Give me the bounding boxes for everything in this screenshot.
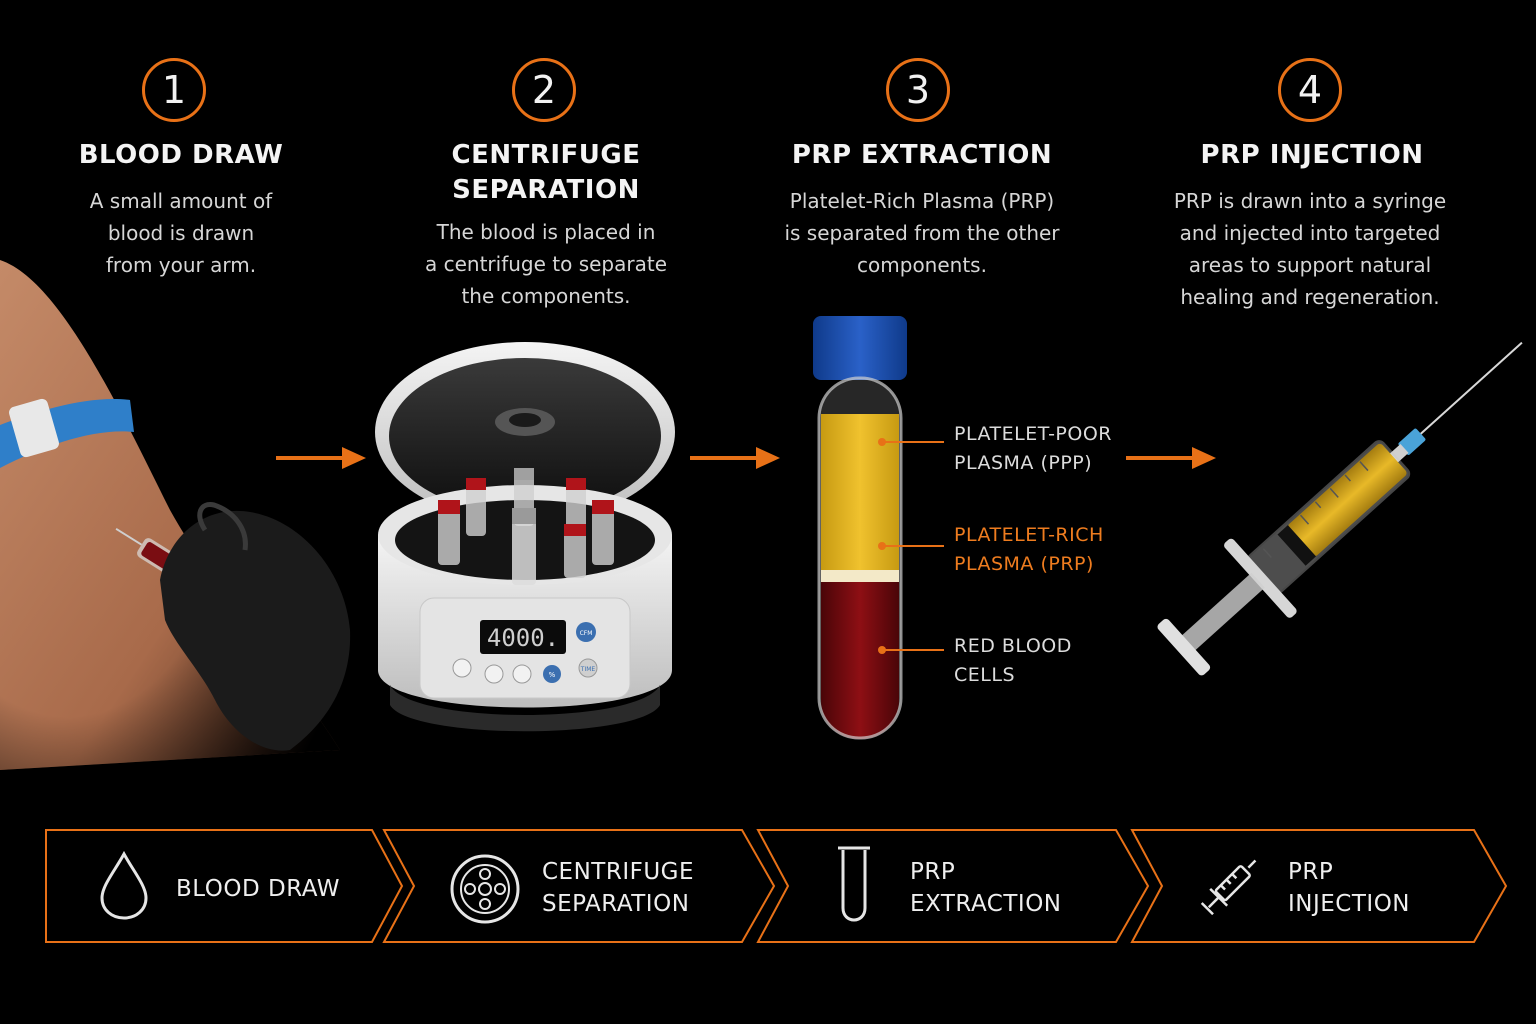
tube-leader-lines xyxy=(878,438,944,654)
speed-display-text: 4000. xyxy=(487,624,559,652)
step-1-title: BLOOD DRAW xyxy=(78,140,284,170)
plunger-seal xyxy=(1277,525,1317,566)
step-1-description: A small amount of blood is drawn from yo… xyxy=(89,189,273,277)
needle xyxy=(1417,341,1523,438)
step-3-title: PRP EXTRACTION xyxy=(791,140,1053,170)
rbc-label: RED BLOOD CELLS xyxy=(954,635,1072,686)
process-label-extraction: PRP EXTRACTION xyxy=(910,859,1062,917)
step-2-title: CENTRIFUGE SEPARATION xyxy=(451,140,641,205)
panel-button-4[interactable] xyxy=(543,665,561,683)
process-step-blood-draw xyxy=(45,829,404,943)
process-step-extraction xyxy=(756,829,1150,943)
process-step-injection xyxy=(1130,829,1508,943)
panel-button-3[interactable] xyxy=(512,664,532,684)
flow-arrow-2 xyxy=(690,447,780,469)
step-4-number: 4 xyxy=(1278,58,1342,122)
ppp-label: PLATELET-POOR PLASMA (PPP) xyxy=(954,423,1112,474)
test-tube-icon xyxy=(838,846,870,922)
step-3-number: 3 xyxy=(886,58,950,122)
syringe-icon xyxy=(1200,859,1257,916)
gloved-hand xyxy=(160,510,351,751)
step-2-number: 2 xyxy=(512,58,576,122)
svg-text:TIME: TIME xyxy=(580,666,596,673)
step-4-title: PRP INJECTION xyxy=(1200,140,1424,170)
step-2-description: The blood is placed in a centrifuge to s… xyxy=(424,220,668,308)
blood-draw-illustration xyxy=(0,260,351,770)
flow-arrow-1 xyxy=(276,447,366,469)
process-label-blood-draw: BLOOD DRAW xyxy=(176,876,340,902)
svg-text:%: % xyxy=(549,671,556,679)
blood-drop-icon xyxy=(100,850,148,920)
centrifuge-icon xyxy=(450,854,520,924)
rbc-layer xyxy=(821,582,899,739)
svg-text:CFM: CFM xyxy=(580,630,593,637)
prp-label: PLATELET-RICH PLASMA (PRP) xyxy=(954,524,1104,575)
panel-button-1[interactable] xyxy=(452,658,472,678)
step-4-description: PRP is drawn into a syringe and injected… xyxy=(1173,189,1447,309)
prp-fill xyxy=(1288,443,1407,557)
step-3-description: Platelet-Rich Plasma (PRP) is separated … xyxy=(784,189,1060,277)
speed-display xyxy=(480,620,566,654)
process-label-centrifuge: CENTRIFUGE SEPARATION xyxy=(542,859,695,917)
buffy-coat-layer xyxy=(821,570,899,582)
process-step-centrifuge xyxy=(382,829,776,943)
cfm-button[interactable] xyxy=(576,622,596,642)
flow-arrow-3 xyxy=(1126,447,1216,469)
step-1-number: 1 xyxy=(142,58,206,122)
rotor-tubes xyxy=(438,468,614,585)
tube-cap xyxy=(813,316,907,380)
ppp-layer xyxy=(821,414,899,574)
process-label-injection: PRP INJECTION xyxy=(1288,859,1411,917)
tourniquet-clasp xyxy=(9,398,59,458)
needle-hub xyxy=(1398,428,1426,455)
time-button[interactable] xyxy=(578,658,598,678)
plunger-thumb-rest xyxy=(1157,618,1211,676)
plunger-rod xyxy=(1180,572,1265,652)
panel-button-2[interactable] xyxy=(484,664,504,684)
finger-flange xyxy=(1224,538,1297,618)
centrifuge-illustration: 4000. CFM TIME % xyxy=(375,342,675,732)
prp-syringe-illustration xyxy=(1157,341,1523,676)
